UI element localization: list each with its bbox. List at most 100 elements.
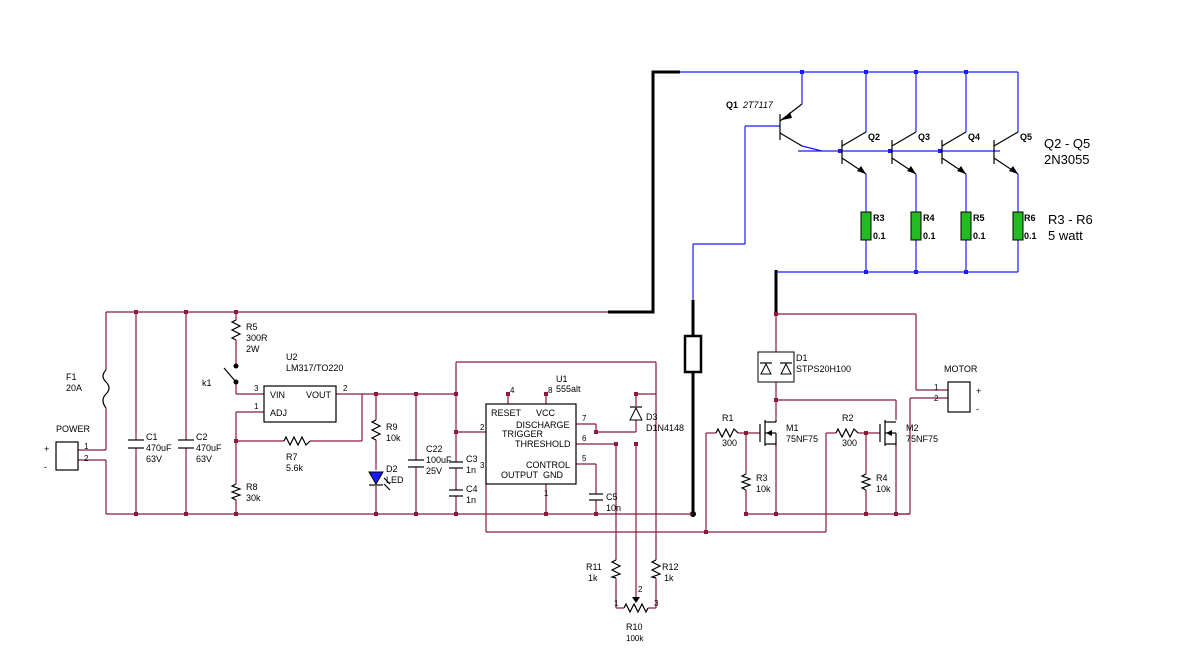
- transistor-q1: [779, 103, 803, 147]
- label-r4b: R4: [876, 473, 888, 483]
- label-r9: R9: [386, 422, 398, 432]
- label-u2: U2: [286, 352, 298, 362]
- label-r6-ohm: 0.1: [1024, 231, 1037, 241]
- label-c3-val: 1n: [466, 465, 476, 475]
- label-d3-val: D1N4148: [646, 423, 684, 433]
- label-m1: M1: [786, 423, 799, 433]
- label-motor-plus: +: [976, 386, 981, 396]
- label-u1-vcc: VCC: [536, 408, 556, 418]
- resistor-r3-shunt: [860, 211, 872, 241]
- label-u1-pin5: 5: [582, 454, 587, 463]
- label-u2-vout: VOUT: [306, 390, 332, 400]
- label-c3: C3: [466, 454, 478, 464]
- label-r9-val: 10k: [386, 433, 401, 443]
- label-m2: M2: [906, 423, 919, 433]
- label-d2: D2: [386, 464, 398, 474]
- label-r5b: R5: [246, 322, 258, 332]
- label-u2-adj: ADJ: [270, 408, 287, 418]
- label-r4b-val: 10k: [876, 484, 891, 494]
- label-u1-threshold: THRESHOLD: [515, 439, 571, 449]
- capacitor-c2: [178, 439, 194, 449]
- capacitor-c5: [589, 493, 603, 501]
- label-r2: R2: [842, 413, 854, 423]
- label-r7-val: 5.6k: [286, 463, 304, 473]
- label-r5: R5: [973, 213, 985, 223]
- label-r8: R8: [246, 482, 258, 492]
- resistor-r1: [715, 427, 739, 439]
- label-u1-pin1: 1: [544, 489, 549, 498]
- transistor-q5: [993, 131, 1019, 175]
- label-q-group: Q2 - Q5: [1044, 136, 1090, 151]
- resistor-r3-10k: [740, 473, 752, 491]
- label-f1: F1: [66, 372, 77, 382]
- led-d2: [368, 471, 391, 491]
- label-c1-v: 63V: [146, 454, 162, 464]
- label-r11-val: 1k: [588, 573, 598, 583]
- label-u1-pin8: 8: [548, 386, 553, 395]
- label-r7: R7: [286, 452, 298, 462]
- motor-connector: [947, 381, 971, 413]
- fuse-f1: [102, 369, 110, 409]
- label-r10-p3: 3: [654, 599, 659, 608]
- capacitor-c1: [128, 439, 144, 449]
- label-u1-control: CONTROL: [526, 460, 570, 470]
- resistor-r11: [609, 559, 622, 579]
- regulator-u2: [263, 385, 337, 423]
- label-u2-pin1: 1: [254, 402, 259, 411]
- label-k1: k1: [202, 378, 212, 388]
- resistor-r9: [370, 419, 382, 441]
- label-c2: C2: [196, 432, 208, 442]
- label-r3b: R3: [756, 473, 768, 483]
- label-r10-val: 100k: [626, 634, 644, 643]
- label-r3-ohm: 0.1: [873, 231, 886, 241]
- label-motor-p2: 2: [934, 394, 939, 403]
- transistor-q4: [941, 131, 967, 175]
- label-c1: C1: [146, 432, 158, 442]
- timer-u1: [485, 403, 577, 485]
- label-u1-pin2: 2: [480, 423, 485, 432]
- resistor-r8: [230, 483, 242, 501]
- potentiometer-r10[interactable]: [623, 597, 649, 614]
- label-q3: Q3: [918, 132, 930, 142]
- resistor-r4-shunt: [910, 211, 922, 241]
- mosfet-m2: [879, 420, 897, 446]
- transistor-q2: [841, 131, 867, 175]
- label-r10: R10: [626, 622, 643, 632]
- label-r12-val: 1k: [664, 573, 674, 583]
- label-c5: C5: [606, 492, 618, 502]
- label-r10-p2: 2: [638, 585, 643, 594]
- label-d1-val: STPS20H100: [796, 364, 851, 374]
- label-power: POWER: [56, 424, 91, 434]
- label-motor-minus: -: [976, 404, 979, 414]
- label-r4-ohm: 0.1: [923, 231, 936, 241]
- resistor-r5-shunt: [960, 211, 972, 241]
- capacitor-c22: [408, 459, 424, 468]
- label-r8-val: 30k: [246, 493, 261, 503]
- label-q5: Q5: [1020, 132, 1032, 142]
- diode-d1: [757, 351, 795, 383]
- switch-k1[interactable]: [223, 363, 239, 385]
- power-connector: [55, 441, 79, 471]
- label-q2: Q2: [868, 132, 880, 142]
- label-r5b-w: 2W: [246, 344, 260, 354]
- label-power-p2: 2: [84, 454, 89, 463]
- label-r1: R1: [722, 413, 734, 423]
- label-u1-gnd: GND: [543, 470, 564, 480]
- label-r2-val: 300: [842, 438, 857, 448]
- resistor-r12: [649, 559, 662, 579]
- label-r3b-val: 10k: [756, 484, 771, 494]
- resistor-r7: [283, 435, 311, 447]
- label-c2-val: 470uF: [196, 443, 222, 453]
- control-junctions: [134, 310, 898, 534]
- label-r5-ohm: 0.1: [973, 231, 986, 241]
- label-q1: Q1: [726, 100, 738, 110]
- label-r4: R4: [923, 213, 935, 223]
- label-q1-part: 2T7117: [742, 100, 774, 110]
- diode-d3: [629, 406, 643, 421]
- label-u2-pin2: 2: [343, 384, 348, 393]
- label-u1-discharge: DISCHARGE: [516, 420, 570, 430]
- label-u1-trigger: TRIGGER: [502, 429, 544, 439]
- label-c5-val: 10n: [606, 503, 621, 513]
- label-r11: R11: [586, 562, 602, 572]
